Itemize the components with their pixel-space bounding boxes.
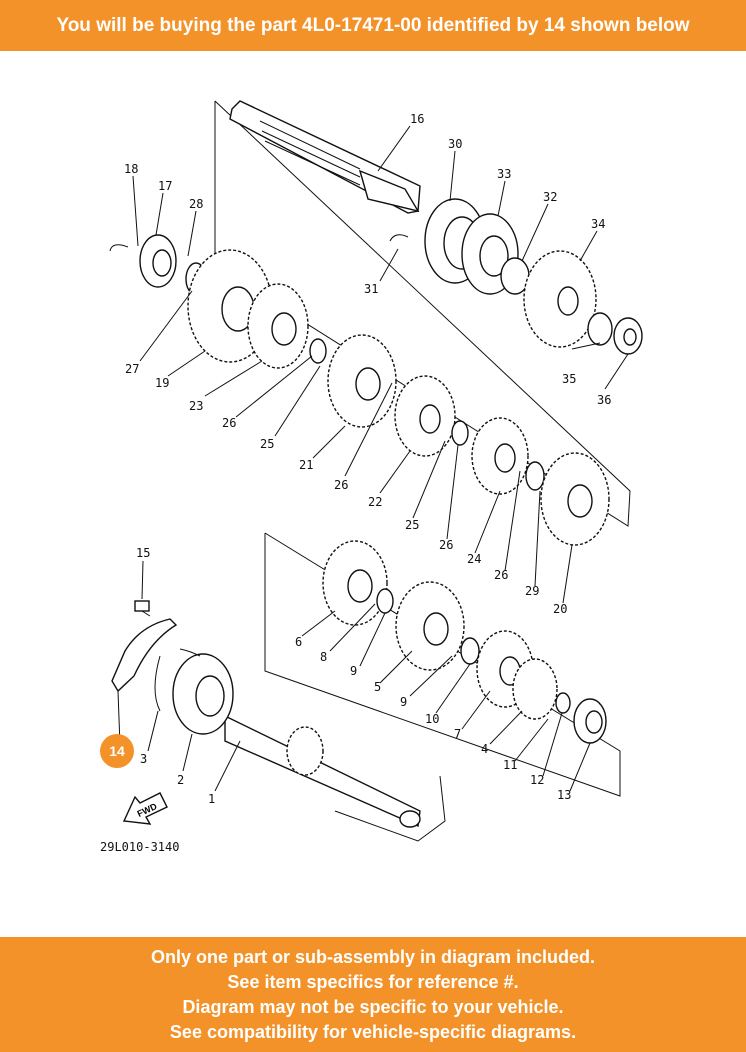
callout-33: 33 (497, 167, 511, 181)
callout-35: 35 (562, 372, 576, 386)
callout-14: 14 (109, 743, 125, 759)
screw-15 (134, 600, 151, 617)
callout-13: 13 (557, 788, 571, 802)
callout-19: 19 (155, 376, 169, 390)
callout-25b: 25 (405, 518, 419, 532)
callout-29: 29 (525, 584, 539, 598)
circlip-26a (309, 338, 327, 364)
callout-25a: 25 (260, 437, 274, 451)
washer-12 (555, 692, 571, 714)
callout-36: 36 (597, 393, 611, 407)
callout-24: 24 (467, 552, 481, 566)
callout-10: 10 (425, 712, 439, 726)
callout-32: 32 (543, 190, 557, 204)
gear-6 (322, 540, 388, 626)
circlip-3 (154, 648, 201, 712)
gear-5 (395, 581, 465, 671)
callout-2: 2 (177, 773, 184, 787)
callout-7: 7 (454, 727, 461, 741)
main-axle-lower (224, 714, 421, 828)
callout-16: 16 (410, 112, 424, 126)
circlip-18 (109, 244, 129, 252)
washer-25b (451, 420, 469, 446)
callout-8: 8 (320, 650, 327, 664)
callout-9a: 9 (350, 664, 357, 678)
callout-3: 3 (140, 752, 147, 766)
washer-29 (525, 461, 545, 491)
callout-20: 20 (553, 602, 567, 616)
washer-10 (460, 637, 480, 665)
top-banner: You will be buying the part 4L0-17471-00… (0, 0, 746, 51)
callout-9b: 9 (400, 695, 407, 709)
bearing-stopper-14 (111, 618, 178, 693)
callout-26b: 26 (334, 478, 348, 492)
callout-5: 5 (374, 680, 381, 694)
gear-24 (471, 417, 529, 495)
callout-28: 28 (189, 197, 203, 211)
callout-31: 31 (364, 282, 378, 296)
upper-frame (214, 100, 631, 527)
callout-21: 21 (299, 458, 313, 472)
callout-26a: 26 (222, 416, 236, 430)
gear-21 (327, 334, 397, 428)
leader-lines (117, 125, 629, 792)
callout-17: 17 (158, 179, 172, 193)
sprocket-34 (523, 250, 597, 348)
callout-11: 11 (503, 758, 517, 772)
callout-27: 27 (125, 362, 139, 376)
callout-labels: 16 30 33 32 34 18 17 28 31 27 19 23 26 2… (124, 112, 611, 806)
bearing-13 (573, 698, 607, 744)
callout-26d: 26 (494, 568, 508, 582)
callout-22: 22 (368, 495, 382, 509)
callout-4: 4 (481, 742, 488, 756)
bottom-banner-line-1: Only one part or sub-assembly in diagram… (150, 946, 596, 967)
bearing-17 (139, 234, 177, 288)
callout-1: 1 (208, 792, 215, 806)
bottom-banner-line-2: See item specifics for reference #. (227, 971, 519, 992)
callout-6: 6 (295, 635, 302, 649)
fwd-arrow-icon: FWD (122, 792, 168, 825)
bottom-banner-line-4: See compatibility for vehicle-specific d… (169, 1021, 577, 1042)
callout-30: 30 (448, 137, 462, 151)
callout-18: 18 (124, 162, 138, 176)
nut-36 (613, 317, 643, 355)
washer-9a (376, 588, 394, 614)
circlip-31 (389, 234, 409, 242)
callout-12: 12 (530, 773, 544, 787)
shaft-frame (334, 775, 446, 842)
main-axle (229, 100, 421, 214)
diagram-svg: FWD (100, 100, 643, 854)
bottom-banner-line-3: Diagram may not be specific to your vehi… (182, 996, 564, 1017)
diagram-code: 29L010-3140 (100, 840, 179, 854)
highlight-marker: 14 (100, 734, 134, 768)
callout-23: 23 (189, 399, 203, 413)
callout-15: 15 (136, 546, 150, 560)
callout-26c: 26 (439, 538, 453, 552)
callout-34: 34 (591, 217, 605, 231)
bearing-2 (172, 653, 234, 735)
washer-35 (587, 312, 613, 346)
gear-23 (247, 283, 309, 369)
gear-22 (394, 375, 456, 457)
gear-4 (512, 658, 558, 720)
bottom-banner: Only one part or sub-assembly in diagram… (0, 937, 746, 1052)
top-banner-text: You will be buying the part 4L0-17471-00… (56, 14, 690, 36)
exploded-parts-diagram: FWD (0, 51, 746, 937)
gear-20 (540, 452, 610, 546)
